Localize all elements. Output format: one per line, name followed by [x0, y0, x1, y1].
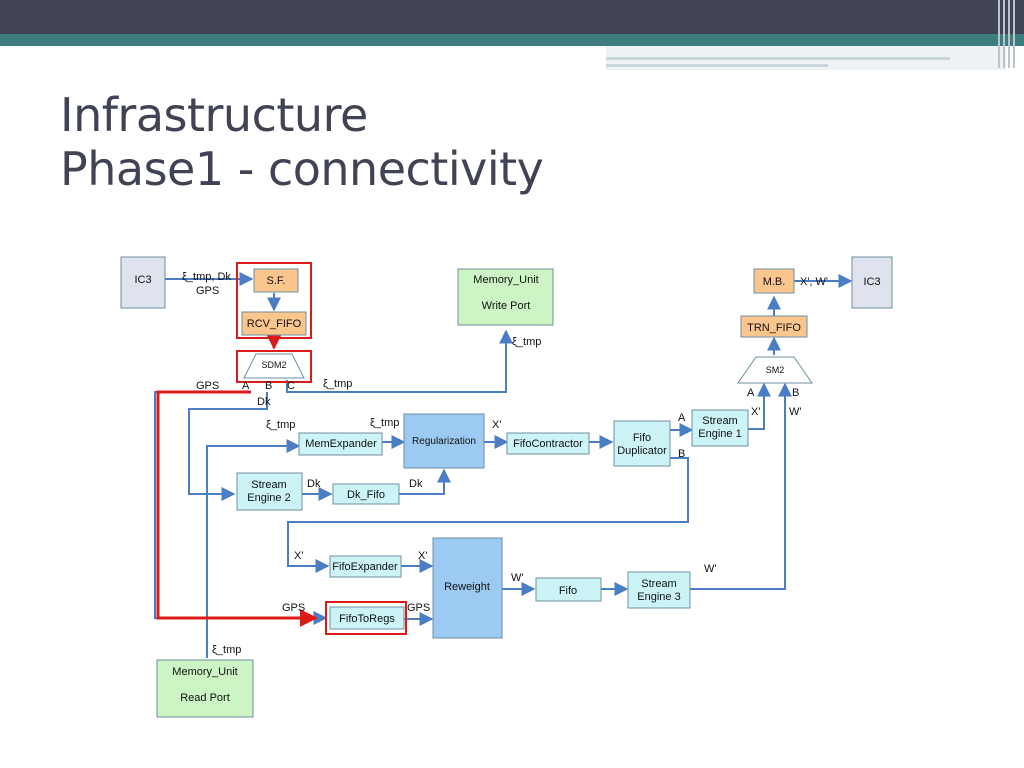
edge-label-gps-left: GPS	[196, 380, 219, 392]
stream-engine-3-box	[627, 571, 691, 609]
connector	[286, 329, 513, 393]
fifo-contractor-box	[506, 432, 590, 455]
stream-engine-3-label-2: Engine 3	[637, 591, 680, 603]
fifo-duplicator-box	[613, 420, 671, 467]
fifo-box	[535, 577, 602, 602]
highlight-frame	[236, 262, 312, 339]
regularization-label: Regularization	[412, 436, 476, 447]
sm2-label: SM2	[766, 365, 785, 375]
ic3-left-label: IC3	[134, 274, 151, 286]
edge-label-xw-out: X', W'	[800, 276, 828, 288]
fifo-expander-label: FifoExpander	[332, 561, 398, 573]
edge-label-sm2-x: X'	[751, 406, 760, 418]
stream-engine-2-label-2: Engine 2	[247, 492, 290, 504]
highlight-frame	[325, 601, 407, 635]
edge-label-dk-fifo-out: Dk	[409, 478, 423, 490]
sm2-port-b: B	[792, 387, 799, 399]
reweight-label: Reweight	[444, 581, 490, 593]
fifo-label: Fifo	[559, 585, 577, 597]
stream-engine-2-label-1: Stream	[251, 479, 286, 491]
trn-fifo-box	[740, 315, 808, 338]
edge-label-xi-tmp-dk: ξ_tmp, Dk	[182, 271, 231, 283]
ic3-right-label: IC3	[863, 276, 880, 288]
mb-box	[753, 268, 795, 294]
accent-line	[606, 64, 828, 67]
memory-read-port-box	[156, 659, 254, 718]
memory-read-label-1: Memory_Unit	[172, 666, 237, 678]
edge-label-gps-regs-out: GPS	[407, 602, 430, 614]
edge-label-w-se3: W'	[704, 563, 716, 575]
connector	[399, 468, 451, 495]
fifo-expander-box	[329, 555, 402, 578]
trn-fifo-label: TRN_FIFO	[747, 322, 801, 334]
edge-label-dup-a: A	[678, 412, 686, 424]
connector	[206, 439, 301, 658]
highlight-frame	[236, 350, 312, 383]
fifo-contractor-label: FifoContractor	[513, 438, 583, 450]
edge-label-sm2-w: W'	[789, 406, 801, 418]
sdm2-mux	[243, 353, 305, 379]
edge-label-xi-tmp-memexp: ξ_tmp	[266, 419, 295, 431]
dk-fifo-box	[332, 483, 400, 505]
edge-label-w-reweight: W'	[511, 572, 523, 584]
connector	[690, 382, 792, 590]
edge-label-x-expander-in: X'	[294, 550, 303, 562]
fifo-duplicator-label-1: Fifo	[633, 432, 651, 444]
edge-label-x-expander-out: X'	[418, 550, 427, 562]
memory-write-port-box	[457, 268, 554, 326]
edge-label-gps-regs-in: GPS	[282, 602, 305, 614]
connector	[748, 382, 771, 430]
accent-line	[606, 57, 950, 60]
edge-label-xi-tmp-sdm: ξ_tmp	[323, 378, 352, 390]
edge-label-xi-tmp-read: ξ_tmp	[212, 644, 241, 656]
edge-label-dk-se2: Dk	[307, 478, 321, 490]
corner-decoration	[998, 0, 1016, 68]
mem-expander-label: MemExpander	[305, 438, 377, 450]
sf-box	[253, 268, 299, 293]
sdm2-label: SDM2	[261, 360, 286, 370]
stream-engine-1-box	[691, 409, 749, 447]
title-line-2: Phase1 - connectivity	[60, 142, 544, 196]
edge-label-gps-top: GPS	[196, 285, 219, 297]
header-band	[0, 0, 1024, 34]
sm2-port-a: A	[747, 387, 755, 399]
rcv-fifo-label: RCV_FIFO	[247, 318, 302, 330]
reweight-box	[432, 537, 503, 639]
ic3-left-box	[120, 256, 166, 309]
ic3-right-box	[851, 256, 893, 309]
sm2-mux	[737, 356, 813, 384]
highlight-route	[156, 390, 318, 627]
fifo-to-regs-box	[329, 606, 405, 630]
port-label-c: C	[287, 380, 295, 392]
port-label-a: A	[242, 380, 250, 392]
edge-label-xi-tmp-write: ξ_tmp	[512, 336, 541, 348]
slide-title: Infrastructure Phase1 - connectivity	[60, 88, 544, 196]
regularization-box	[403, 413, 485, 469]
stream-engine-2-box	[236, 472, 303, 511]
sf-label: S.F.	[267, 275, 286, 287]
edge-label-xi-tmp-reg: ξ_tmp	[370, 417, 399, 429]
rcv-fifo-box	[241, 311, 307, 336]
port-label-b: B	[265, 380, 272, 392]
memory-write-label-2: Write Port	[482, 300, 531, 312]
connector	[287, 457, 689, 573]
edge-label-dk-sdm: Dk	[257, 396, 271, 408]
stream-engine-1-label-2: Engine 1	[698, 428, 741, 440]
edge-label-x-reg: X'	[492, 419, 501, 431]
mb-label: M.B.	[763, 276, 786, 288]
dk-fifo-label: Dk_Fifo	[347, 489, 385, 501]
connector	[188, 392, 268, 501]
mem-expander-box	[298, 432, 383, 456]
stream-engine-3-label-1: Stream	[641, 578, 676, 590]
fifo-duplicator-label-2: Duplicator	[617, 445, 667, 457]
memory-write-label-1: Memory_Unit	[473, 274, 538, 286]
memory-read-label-2: Read Port	[180, 692, 230, 704]
stream-engine-1-label-1: Stream	[702, 415, 737, 427]
teal-stripe	[0, 34, 1024, 46]
edge-label-dup-b: B	[678, 448, 685, 460]
fifo-to-regs-label: FifoToRegs	[339, 613, 395, 625]
title-line-1: Infrastructure	[60, 88, 368, 142]
